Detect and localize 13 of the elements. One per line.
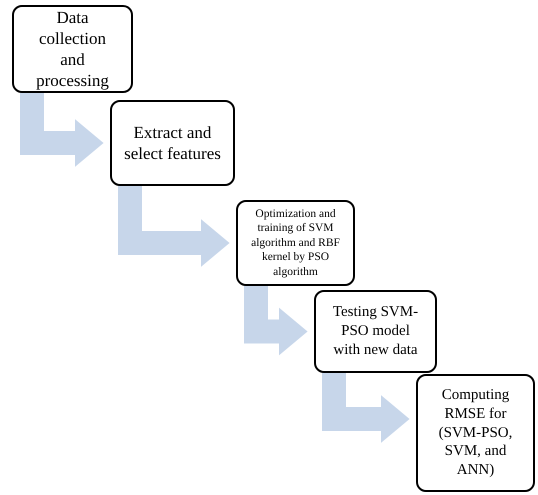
step-text: Extract and select features — [124, 122, 221, 164]
step-text: Optimization and training of SVM algorithm and RBF kernel by PSO algorithm — [250, 207, 341, 279]
process-box — [314, 290, 437, 373]
step-text: Testing SVM-PSO model with new data — [332, 303, 420, 360]
process-box — [236, 200, 355, 286]
process-box — [110, 100, 235, 186]
process-box — [416, 374, 535, 492]
process-box — [12, 5, 133, 93]
bent-arrow — [118, 186, 230, 267]
bent-arrow — [244, 286, 308, 356]
step-text: Computing RMSE for (SVM-PSO, SVM, and ANN) — [438, 386, 514, 480]
bent-arrow — [20, 93, 104, 167]
step-text: Data collection and processing — [35, 6, 110, 92]
